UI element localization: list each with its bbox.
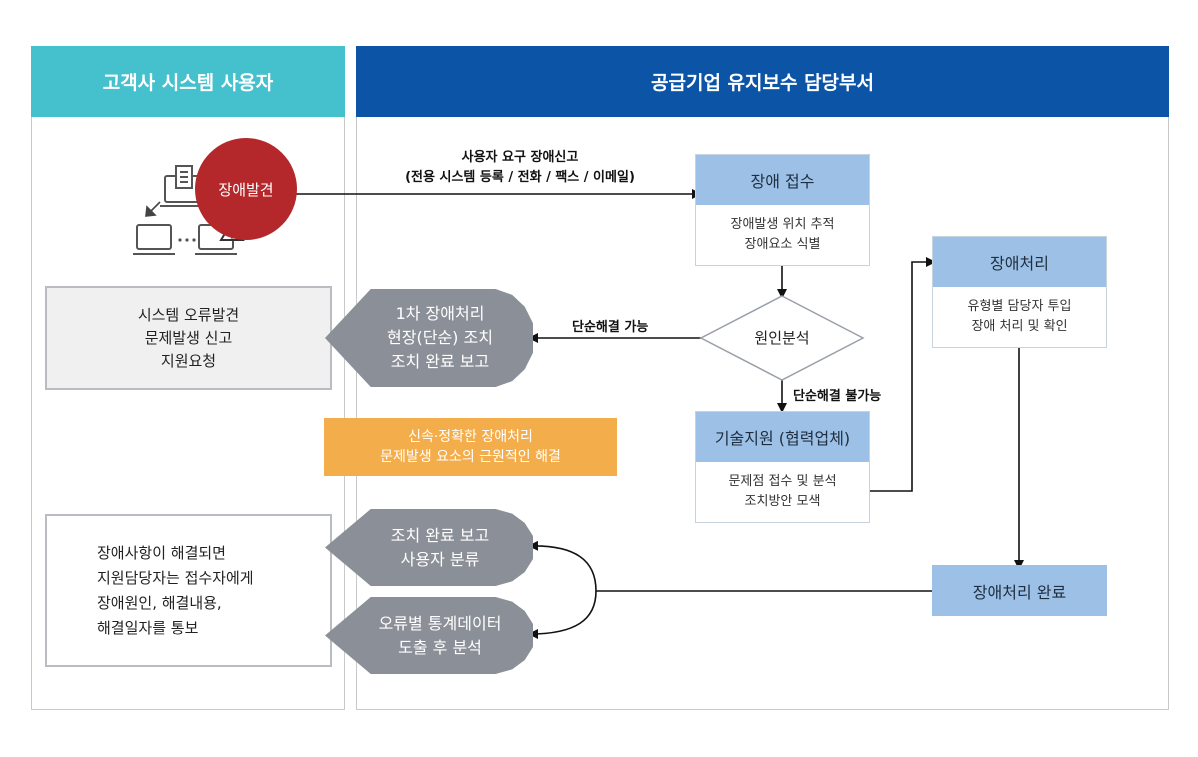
notify-line3: 장애원인, 해결내용,: [97, 593, 222, 612]
tech-support-line1: 문제점 접수 및 분석: [728, 474, 837, 489]
notify-line4: 해결일자를 통보: [97, 618, 199, 637]
notify-line1: 장애사항이 해결되면: [97, 543, 226, 562]
discovery-label: 장애발견: [218, 180, 274, 199]
analysis-label: 원인분석: [754, 329, 810, 347]
tech-support-line2: 조치방안 모색: [744, 494, 821, 509]
orange-note-line2: 문제발생 요소의 근원적인 해결: [380, 449, 561, 465]
simple-solvable-label: 단순해결 가능: [572, 320, 649, 335]
user-support-box: 시스템 오류발견 문제발생 신고 지원요청: [45, 286, 332, 390]
handling-line2: 장애 처리 및 확인: [971, 319, 1068, 334]
analysis-diamond: [699, 295, 865, 381]
discovery-circle: 장애발견: [195, 138, 297, 240]
reception-title: 장애 접수: [696, 155, 869, 205]
arrow-tech-support-to-handling: [870, 257, 936, 492]
report-label-line2: (전용 시스템 등록 / 전화 / 팩스 / 이메일): [405, 170, 635, 185]
reception-line1: 장애발생 위치 추적: [730, 217, 835, 232]
stats-shape: 오류별 통계데이터 도출 후 분석: [325, 597, 533, 674]
notify-box: 장애사항이 해결되면 지원담당자는 접수자에게 장애원인, 해결내용, 해결일자…: [45, 514, 332, 667]
handling-line1: 유형별 담당자 투입: [967, 299, 1072, 314]
first-action-line1: 1차 장애처리: [395, 304, 485, 323]
stats-line2: 도출 후 분석: [398, 637, 482, 657]
not-solvable-label: 단순해결 불가능: [793, 389, 882, 404]
handling-done-label: 장애처리 완료: [972, 582, 1067, 602]
user-support-line3: 지원요청: [160, 351, 217, 370]
orange-note: 신속·정확한 장애처리 문제발생 요소의 근원적인 해결: [324, 418, 617, 476]
arrow-down-left-icon: [145, 201, 161, 217]
first-action-line2: 현장(단순) 조치: [387, 328, 493, 347]
right-lane-header: 공급기업 유지보수 담당부서: [356, 46, 1169, 117]
left-lane-header: 고객사 시스템 사용자: [31, 46, 345, 117]
report-done-line1: 조치 완료 보고: [390, 525, 490, 545]
tech-support-title: 기술지원 (협력업체): [696, 412, 869, 462]
first-action-line3: 조치 완료 보고: [390, 352, 490, 371]
reception-line2: 장애요소 식별: [744, 237, 821, 252]
report-label-line1: 사용자 요구 장애신고: [461, 150, 579, 165]
first-action-shape: 1차 장애처리 현장(단순) 조치 조치 완료 보고: [325, 289, 533, 387]
report-done-shape: 조치 완료 보고 사용자 분류: [325, 509, 533, 586]
stats-line1: 오류별 통계데이터: [378, 613, 502, 633]
report-done-line2: 사용자 분류: [400, 549, 480, 569]
reception-box: 장애 접수 장애발생 위치 추적 장애요소 식별: [695, 154, 870, 266]
dots-icon: [178, 238, 196, 242]
orange-note-line1: 신속·정확한 장애처리: [408, 429, 533, 445]
handling-box: 장애처리 유형별 담당자 투입 장애 처리 및 확인: [932, 236, 1107, 348]
handling-title: 장애처리: [933, 237, 1106, 287]
laptop-icon: [133, 224, 175, 255]
line-done-to-reports: [528, 540, 932, 639]
handling-done-box: 장애처리 완료: [932, 565, 1107, 616]
tech-support-box: 기술지원 (협력업체) 문제점 접수 및 분석 조치방안 모색: [695, 411, 870, 523]
report-label: 사용자 요구 장애신고 (전용 시스템 등록 / 전화 / 팩스 / 이메일): [380, 148, 660, 188]
notify-line2: 지원담당자는 접수자에게: [97, 568, 254, 587]
user-support-line1: 시스템 오류발견: [137, 305, 240, 324]
user-support-line2: 문제발생 신고: [144, 328, 233, 347]
